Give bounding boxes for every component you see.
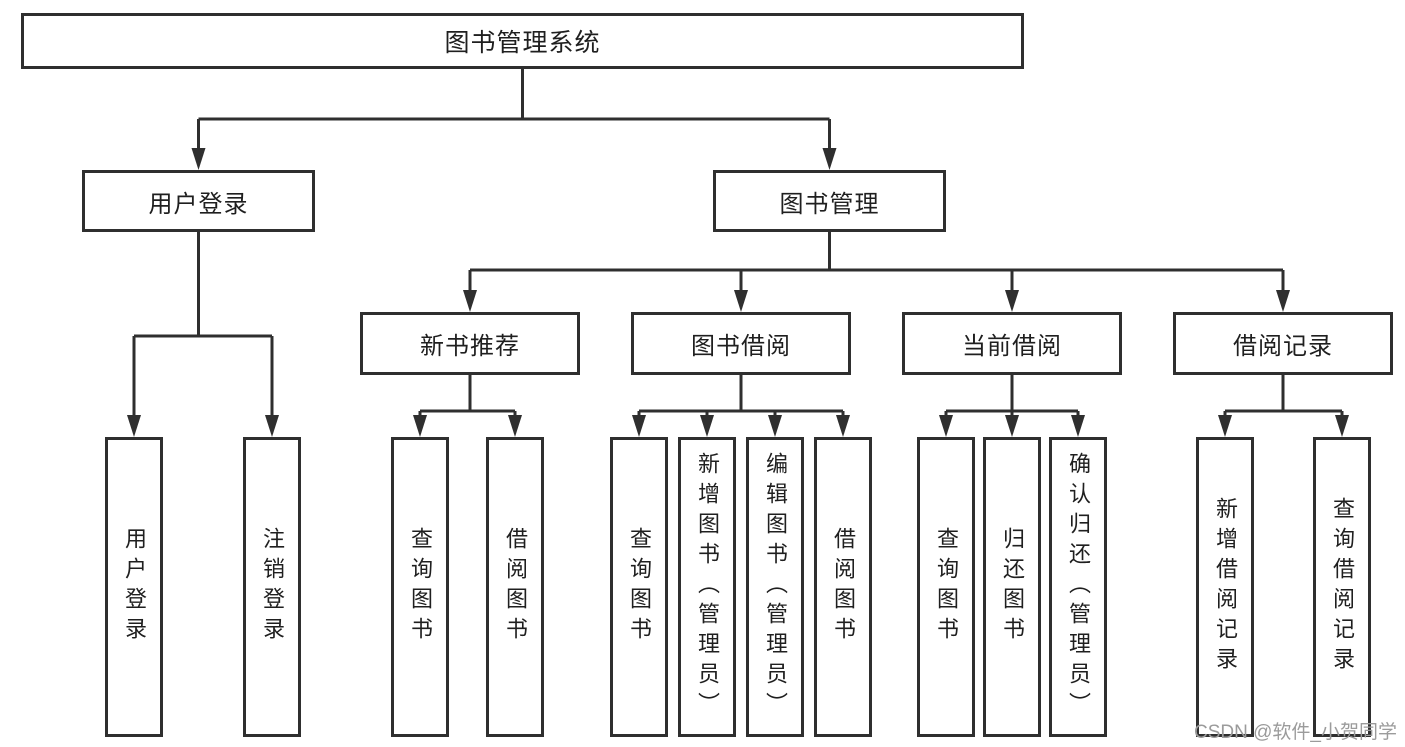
leaf-query-books-current: 查询图书 bbox=[917, 437, 975, 737]
node-label: 图书管理系统 bbox=[444, 29, 601, 57]
leaf-add-book-admin: 新增图书（管理员） bbox=[678, 437, 736, 737]
node-book-borrowing: 图书借阅 bbox=[631, 312, 851, 375]
node-book-management: 图书管理 bbox=[713, 170, 946, 232]
node-user-login: 用户登录 bbox=[82, 170, 315, 232]
node-label: 当前借阅 bbox=[962, 333, 1062, 360]
leaf-return-books: 归还图书 bbox=[983, 437, 1041, 737]
leaf-label: 用户登录 bbox=[122, 527, 147, 647]
leaf-query-books-recommend: 查询图书 bbox=[391, 437, 449, 737]
csdn-watermark: CSDN @软件_小贺同学 bbox=[1194, 722, 1397, 743]
leaf-label: 借阅图书 bbox=[503, 527, 528, 647]
leaf-borrow-books-borrowing: 借阅图书 bbox=[814, 437, 872, 737]
node-label: 新书推荐 bbox=[420, 333, 520, 360]
leaf-user-login: 用户登录 bbox=[105, 437, 163, 737]
leaf-label: 归还图书 bbox=[1000, 527, 1025, 647]
leaf-edit-book-admin: 编辑图书（管理员） bbox=[746, 437, 804, 737]
node-current-borrowing: 当前借阅 bbox=[902, 312, 1122, 375]
node-label: 借阅记录 bbox=[1233, 333, 1333, 360]
leaf-label: 确认归还（管理员） bbox=[1066, 452, 1091, 722]
leaf-label: 查询图书 bbox=[408, 527, 433, 647]
leaf-query-borrow-record: 查询借阅记录 bbox=[1313, 437, 1371, 737]
leaf-label: 注销登录 bbox=[260, 527, 285, 647]
leaf-confirm-return-admin: 确认归还（管理员） bbox=[1049, 437, 1107, 737]
node-label: 图书借阅 bbox=[691, 333, 791, 360]
leaf-label: 查询图书 bbox=[934, 527, 959, 647]
node-label: 用户登录 bbox=[148, 190, 249, 218]
node-borrowing-records: 借阅记录 bbox=[1173, 312, 1393, 375]
leaf-logout: 注销登录 bbox=[243, 437, 301, 737]
leaf-label: 新增借阅记录 bbox=[1213, 497, 1238, 677]
leaf-label: 新增图书（管理员） bbox=[695, 452, 720, 722]
node-library-management-system: 图书管理系统 bbox=[21, 13, 1024, 69]
leaf-borrow-books-recommend: 借阅图书 bbox=[486, 437, 544, 737]
leaf-label: 编辑图书（管理员） bbox=[763, 452, 788, 722]
leaf-add-borrow-record: 新增借阅记录 bbox=[1196, 437, 1254, 737]
leaf-query-books-borrowing: 查询图书 bbox=[610, 437, 668, 737]
leaf-label: 借阅图书 bbox=[831, 527, 856, 647]
leaf-label: 查询借阅记录 bbox=[1330, 497, 1355, 677]
node-label: 图书管理 bbox=[779, 190, 880, 218]
leaf-label: 查询图书 bbox=[627, 527, 652, 647]
node-new-book-recommendation: 新书推荐 bbox=[360, 312, 580, 375]
